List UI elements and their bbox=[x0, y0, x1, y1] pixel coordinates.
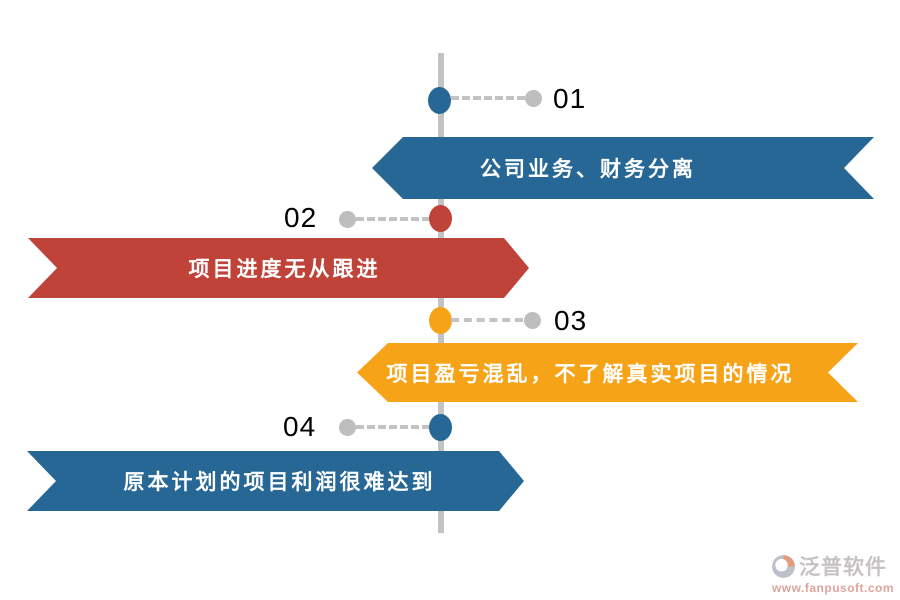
step-number-01: 01 bbox=[553, 83, 587, 114]
step-number-02: 02 bbox=[284, 202, 318, 233]
ribbon-04: 原本计划的项目利润很难达到 bbox=[27, 451, 524, 511]
watermark: 泛普软件 www.fanpusoft.com bbox=[770, 551, 896, 595]
ribbon-04-label: 原本计划的项目利润很难达到 bbox=[123, 471, 436, 494]
brand-name: 泛普软件 bbox=[799, 556, 887, 579]
endpoint-dot-04 bbox=[339, 419, 356, 436]
fanpusoft-logo-icon bbox=[770, 553, 797, 580]
brand-url: www.fanpusoft.com bbox=[771, 581, 895, 595]
endpoint-dot-03 bbox=[524, 312, 541, 329]
connector-02 bbox=[356, 217, 430, 221]
connector-03 bbox=[451, 318, 523, 322]
milestone-node-04 bbox=[429, 414, 452, 441]
milestone-node-03 bbox=[429, 307, 452, 334]
connector-01 bbox=[451, 96, 525, 100]
endpoint-dot-02 bbox=[339, 211, 356, 228]
step-number-03: 03 bbox=[554, 305, 588, 336]
step-number-04: 04 bbox=[283, 411, 317, 442]
ribbon-03: 项目盈亏混乱，不了解真实项目的情况 bbox=[357, 343, 858, 402]
connector-04 bbox=[356, 425, 430, 429]
ribbon-02-label: 项目进度无从跟进 bbox=[188, 258, 381, 281]
milestone-node-02 bbox=[429, 205, 452, 232]
ribbon-03-label: 项目盈亏混乱，不了解真实项目的情况 bbox=[386, 362, 795, 386]
ribbon-01-label: 公司业务、财务分离 bbox=[480, 158, 696, 181]
ribbon-01: 公司业务、财务分离 bbox=[372, 137, 874, 199]
milestone-node-01 bbox=[428, 87, 451, 114]
ribbon-02: 项目进度无从跟进 bbox=[28, 238, 529, 298]
endpoint-dot-01 bbox=[525, 90, 542, 107]
